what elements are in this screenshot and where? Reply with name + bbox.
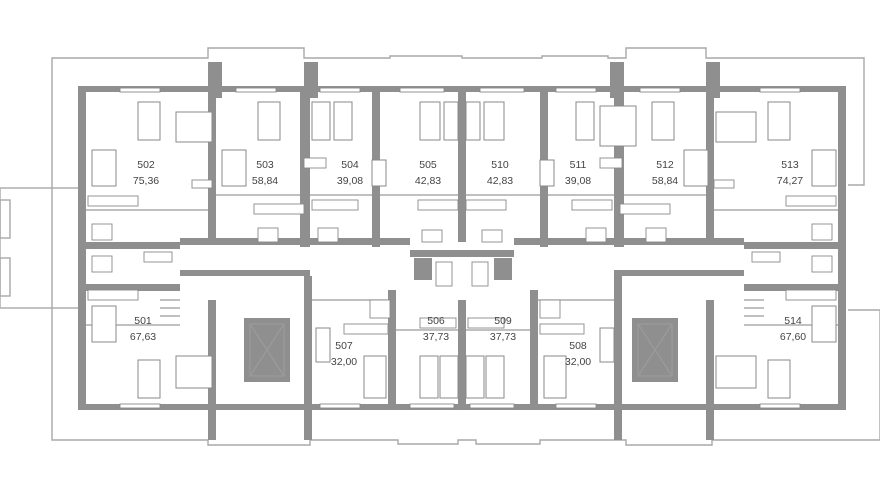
apartment-number: 513 — [781, 159, 799, 171]
apartment-number: 506 — [427, 315, 445, 327]
apartment-number: 502 — [137, 159, 155, 171]
apartment-area: 67,63 — [130, 331, 156, 343]
apartment-labels: 502 75,36 503 58,84 504 39,08 505 42,83 510 42,83… — [130, 159, 806, 368]
windows — [119, 87, 801, 409]
apartment-area: 39,08 — [565, 175, 591, 187]
apartment-number: 505 — [419, 159, 437, 171]
apartment-number: 511 — [570, 159, 587, 171]
apartment-number: 510 — [491, 159, 509, 171]
apartment-area: 75,36 — [133, 175, 159, 187]
apartment-area: 37,73 — [423, 331, 449, 343]
apartment-area: 32,00 — [331, 356, 357, 368]
apartment-number: 503 — [256, 159, 274, 171]
apartment-area: 58,84 — [652, 175, 678, 187]
apartment-number: 509 — [494, 315, 512, 327]
apartment-number: 501 — [134, 315, 152, 327]
apartment-number: 508 — [569, 340, 587, 352]
walls — [78, 62, 846, 440]
partitions — [86, 194, 838, 377]
apartment-area: 32,00 — [565, 356, 591, 368]
fixtures — [87, 157, 837, 335]
apartment-area: 42,83 — [487, 175, 513, 187]
apartment-area: 67,60 — [780, 331, 806, 343]
apartment-number: 507 — [335, 340, 353, 352]
apartment-area: 74,27 — [777, 175, 803, 187]
furniture — [91, 101, 837, 399]
apartment-number: 512 — [656, 159, 674, 171]
apartment-area: 39,08 — [337, 175, 363, 187]
apartment-number: 504 — [341, 159, 359, 171]
apartment-area: 58,84 — [252, 175, 278, 187]
apartment-number: 514 — [784, 315, 802, 327]
apartment-area: 42,83 — [415, 175, 441, 187]
apartment-area: 37,73 — [490, 331, 516, 343]
